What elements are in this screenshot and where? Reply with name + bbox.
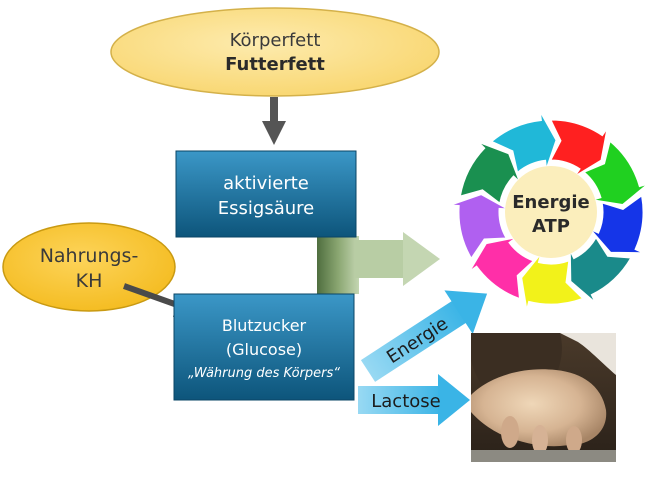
- cycle-arrow-segment: [590, 195, 644, 254]
- cycle-arrow-segment: [521, 254, 584, 310]
- down-arrow: [262, 97, 286, 145]
- carb-source-line1: Nahrungs-: [40, 245, 139, 267]
- glucose-line2: (Glucose): [226, 340, 302, 359]
- fat-source-line2: Futterfett: [225, 54, 325, 75]
- acetyl-line2: Essigsäure: [218, 198, 314, 219]
- lactose-arrow-label: Lactose: [371, 391, 440, 412]
- fat-source-line1: Körperfett: [230, 30, 321, 51]
- glucose-box: Blutzucker (Glucose) „Währung des Körper…: [173, 293, 355, 401]
- cycle-label-line1: Energie: [512, 192, 589, 213]
- acetyl-box: aktivierte Essigsäure: [175, 150, 357, 238]
- cow-udder-image: [471, 333, 616, 462]
- lactose-arrow: Lactose: [358, 374, 470, 426]
- cycle-arrow-segment: [583, 140, 648, 206]
- cycle-arrow-segment: [490, 112, 557, 174]
- cycle-label-line2: ATP: [532, 216, 570, 237]
- cycle-hub: [505, 166, 597, 258]
- cycle-arrow-segment: [550, 119, 608, 176]
- acetyl-line1: aktivierte: [223, 173, 309, 194]
- cycle-arrow-segment: [451, 194, 508, 259]
- energy-cycle: Energie ATP: [451, 112, 648, 310]
- green-arrow: [317, 232, 440, 294]
- glucose-line1: Blutzucker: [222, 316, 307, 335]
- carb-source-line2: KH: [76, 270, 103, 292]
- cycle-arrow-segment: [459, 142, 520, 204]
- glucose-line3: „Währung des Körpers“: [188, 366, 340, 381]
- fat-source-ellipse: Körperfett Futterfett: [110, 7, 440, 97]
- cycle-arrow-segment: [569, 237, 632, 303]
- cycle-arrow-segment: [469, 237, 535, 300]
